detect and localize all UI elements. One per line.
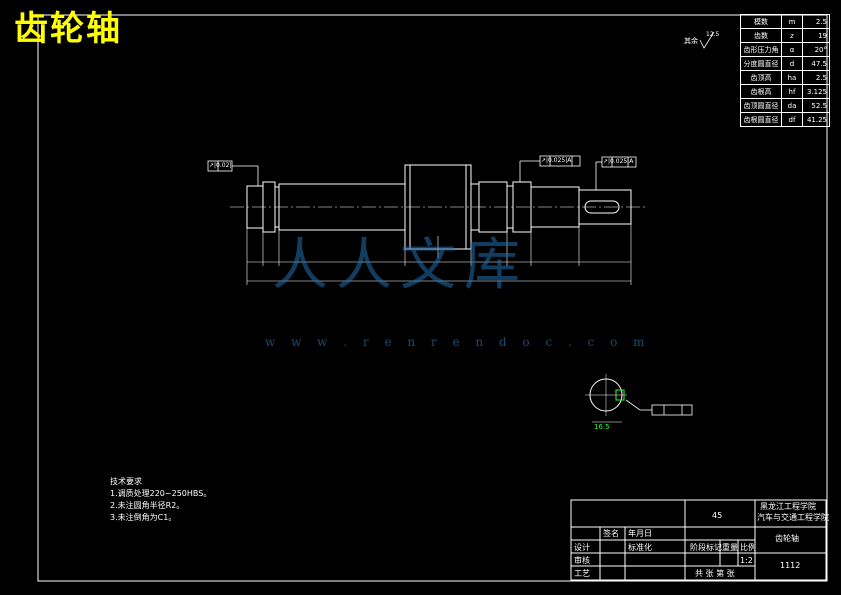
drawing-title: 齿轮轴 <box>14 9 122 49</box>
param-value: 3.125 <box>802 84 830 99</box>
label-sign: 签名 <box>603 529 619 538</box>
param-value: 20° <box>802 42 830 57</box>
roughness-value: 12.5 <box>706 31 720 38</box>
label-standard: 标准化 <box>628 543 652 552</box>
scale-value: 1:2 <box>740 556 753 565</box>
department-name: 汽车与交通工程学院 <box>757 513 829 522</box>
shaft-outline <box>246 164 632 250</box>
school-name: 黑龙江工程学院 <box>760 502 816 511</box>
tech-item: 2.未注圆角半径R2。 <box>110 501 185 510</box>
watermark-url: w w w . r e n r e n d o c . c o m <box>265 335 651 349</box>
param-symbol: da <box>781 98 803 113</box>
tolerance-frame-left: ↗|0.02| <box>209 162 232 169</box>
drawing-frame <box>37 14 828 582</box>
tolerance-frame-mid1: ↗|0.025|A <box>541 157 572 164</box>
tech-requirements: 技术要求 1.调质处理220~250HBS。 2.未注圆角半径R2。 3.未注倒… <box>110 476 211 524</box>
param-symbol: α <box>781 42 803 57</box>
param-name: 齿数 <box>740 28 782 43</box>
label-weight: 重量 <box>722 543 738 552</box>
material: 45 <box>712 511 723 520</box>
param-value: 52.5 <box>802 98 830 113</box>
tolerance-frame-boxes <box>207 155 637 190</box>
roughness-note: 其余 <box>684 37 698 45</box>
label-check: 审核 <box>574 556 590 565</box>
sheet-info: 共 张 第 张 <box>695 569 735 578</box>
param-value: 47.5 <box>802 56 830 71</box>
dimension-lines <box>246 224 632 285</box>
label-process: 工艺 <box>574 569 590 578</box>
tech-heading: 技术要求 <box>110 477 142 486</box>
param-name: 齿根高 <box>740 84 782 99</box>
title-block-lines <box>570 499 827 581</box>
label-designer: 设计 <box>574 543 590 552</box>
watermark-logo: 人人文库 <box>272 233 528 298</box>
label-scale: 比例 <box>740 543 756 552</box>
part-name: 齿轮轴 <box>775 534 799 543</box>
keyway-section <box>585 374 693 423</box>
param-symbol: d <box>781 56 803 71</box>
param-name: 齿顶圆直径 <box>740 98 782 113</box>
param-name: 齿顶高 <box>740 70 782 85</box>
param-name: 齿形压力角 <box>740 42 782 57</box>
label-date: 年月日 <box>628 529 652 538</box>
param-symbol: ha <box>781 70 803 85</box>
param-symbol: hf <box>781 84 803 99</box>
tech-item: 1.调质处理220~250HBS。 <box>110 489 212 498</box>
tolerance-frame-mid2: ↗|0.025|A <box>603 158 634 165</box>
param-value: 41.25 <box>802 112 830 127</box>
param-value: 19 <box>802 28 830 43</box>
param-value: 2.5 <box>802 70 830 85</box>
param-symbol: z <box>781 28 803 43</box>
param-symbol: m <box>781 14 803 29</box>
param-symbol: df <box>781 112 803 127</box>
param-name: 分度圆直径 <box>740 56 782 71</box>
tech-item: 3.未注倒角为C1。 <box>110 513 177 522</box>
param-name: 齿根圆直径 <box>740 112 782 127</box>
section-dimension: 16.5 <box>594 423 610 431</box>
param-name: 模数 <box>740 14 782 29</box>
roughness-symbol <box>699 31 715 49</box>
drawing-number: 1112 <box>780 561 801 570</box>
param-value: 2.5 <box>802 14 830 29</box>
label-stage: 阶段标记 <box>690 543 722 552</box>
